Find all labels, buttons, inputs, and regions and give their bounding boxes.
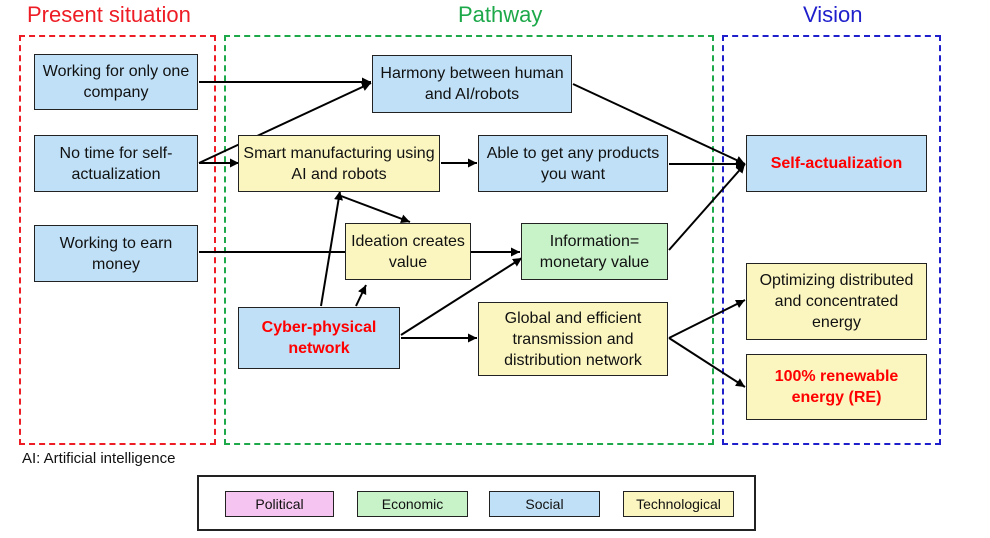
node-harmony-human-ai: Harmony between human and AI/robots [372,55,572,113]
footnote-ai: AI: Artificial intelligence [22,450,176,467]
arrow-n10-n12 [668,299,746,339]
arrow-n8-n11 [668,163,746,251]
pathway-title: Pathway [458,2,543,27]
arrow-n4-n11 [572,83,746,165]
present-situation-title: Present situation [27,2,191,27]
node-no-time-for-self-actualization: No time for self-actualization [34,135,198,192]
node-cyber-physical-network: Cyber-physical network [238,307,400,369]
node-global-transmission-network: Global and efficient transmission and di… [478,302,668,376]
vision-title: Vision [803,2,863,27]
node-ideation-creates-value: Ideation creates value [345,223,471,280]
pathway-frame [224,35,714,445]
arrow-n10-n13 [668,337,746,388]
node-optimizing-energy: Optimizing distributed and concentrated … [746,263,927,340]
legend-social: Social [489,491,600,517]
arrow-n2-n4 [198,82,372,164]
node-self-actualization: Self-actualization [746,135,927,192]
arrow-n9-n5 [320,190,343,307]
node-information-monetary-value: Information= monetary value [521,223,668,280]
legend-technological: Technological [623,491,734,517]
legend-political: Political [225,491,334,517]
arrow-n9-n7 [355,284,367,307]
node-smart-manufacturing: Smart manufacturing using AI and robots [238,135,440,192]
arrow-n5-n7 [340,195,411,224]
arrow-n9-n8 [400,257,523,336]
node-working-for-one-company: Working for only one company [34,54,198,110]
node-able-to-get-products: Able to get any products you want [478,135,668,192]
node-working-to-earn-money: Working to earn money [34,225,198,282]
present-situation-frame [19,35,216,445]
vision-frame [722,35,941,445]
legend: Political Economic Social Technological [197,475,756,531]
legend-economic: Economic [357,491,468,517]
node-100-percent-renewable: 100% renewable energy (RE) [746,354,927,420]
